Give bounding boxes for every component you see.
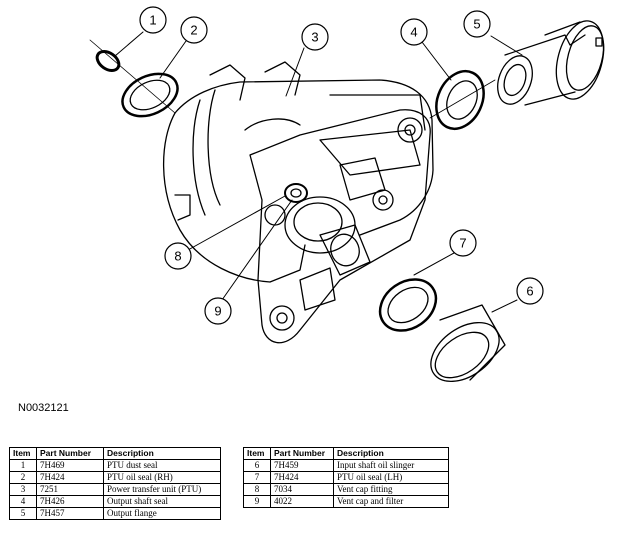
row-description: PTU oil seal (LH) [333,471,449,484]
row-description: PTU oil seal (RH) [103,471,221,484]
output-flange [497,20,605,106]
header-description: Description [333,447,449,460]
parts-table-right: Item Part Number Description 6 7H459 Inp… [243,447,449,508]
callout-4 [400,18,428,46]
row-item: 4 [9,495,37,508]
row-description: Power transfer unit (PTU) [103,483,221,496]
table-row: 7 7H424 PTU oil seal (LH) [243,471,449,484]
row-description: Output flange [103,507,221,520]
callout-label-1: 1 [149,13,156,28]
table-row: 4 7H426 Output shaft seal [9,495,221,508]
table-row: 5 7H457 Output flange [9,507,221,520]
row-description: PTU dust seal [103,459,221,472]
ptu-oil-seal-lh [378,278,438,332]
row-part-number: 4022 [270,495,334,508]
callout-label-9: 9 [214,304,221,319]
exploded-view-diagram: 1 2 3 4 5 6 7 8 9 [89,6,605,383]
callout-label-8: 8 [174,249,181,264]
table-row: 3 7251 Power transfer unit (PTU) [9,483,221,496]
row-item: 5 [9,507,37,520]
callout-label-4: 4 [410,25,417,40]
row-item: 7 [243,471,271,484]
table-row: 1 7H469 PTU dust seal [9,459,221,472]
callout-9 [204,297,232,325]
callout-5 [463,10,491,38]
header-description: Description [103,447,221,460]
row-part-number: 7H426 [36,495,104,508]
ptu-oil-seal-rh [121,72,179,118]
callout-1 [139,6,167,34]
callout-7 [449,229,477,257]
ptu-dust-seal [89,39,176,114]
header-part-number: Part Number [36,447,104,460]
table-row: 9 4022 Vent cap and filter [243,495,449,508]
row-part-number: 7H459 [270,459,334,472]
callout-6 [516,277,544,305]
leader-lines [114,31,523,313]
callout-label-5: 5 [473,17,480,32]
power-transfer-unit [162,61,434,344]
row-description: Input shaft oil slinger [333,459,449,472]
row-part-number: 7251 [36,483,104,496]
row-part-number: 7034 [270,483,334,496]
callout-label-2: 2 [190,23,197,38]
callout-label-6: 6 [526,284,533,299]
header-item: Item [9,447,37,460]
row-part-number: 7H469 [36,459,104,472]
callout-label-3: 3 [311,30,318,45]
row-description: Output shaft seal [103,495,221,508]
header-part-number: Part Number [270,447,334,460]
parts-table-left: Item Part Number Description 1 7H469 PTU… [9,447,221,520]
callout-2 [180,16,208,44]
table-header-row: Item Part Number Description [243,447,449,460]
row-description: Vent cap fitting [333,483,449,496]
header-item: Item [243,447,271,460]
row-item: 1 [9,459,37,472]
table-row: 2 7H424 PTU oil seal (RH) [9,471,221,484]
row-part-number: 7H457 [36,507,104,520]
table-row: 8 7034 Vent cap fitting [243,483,449,496]
row-item: 2 [9,471,37,484]
table-header-row: Item Part Number Description [9,447,221,460]
figure-id: N0032121 [18,402,69,414]
table-row: 6 7H459 Input shaft oil slinger [243,459,449,472]
output-shaft-seal [429,70,496,130]
row-item: 8 [243,483,271,496]
callout-8 [164,242,192,270]
row-part-number: 7H424 [270,471,334,484]
row-item: 6 [243,459,271,472]
row-item: 9 [243,495,271,508]
row-part-number: 7H424 [36,471,104,484]
input-shaft-oil-slinger [430,304,506,383]
callout-3 [301,23,329,51]
callout-label-7: 7 [459,236,466,251]
row-item: 3 [9,483,37,496]
row-description: Vent cap and filter [333,495,449,508]
